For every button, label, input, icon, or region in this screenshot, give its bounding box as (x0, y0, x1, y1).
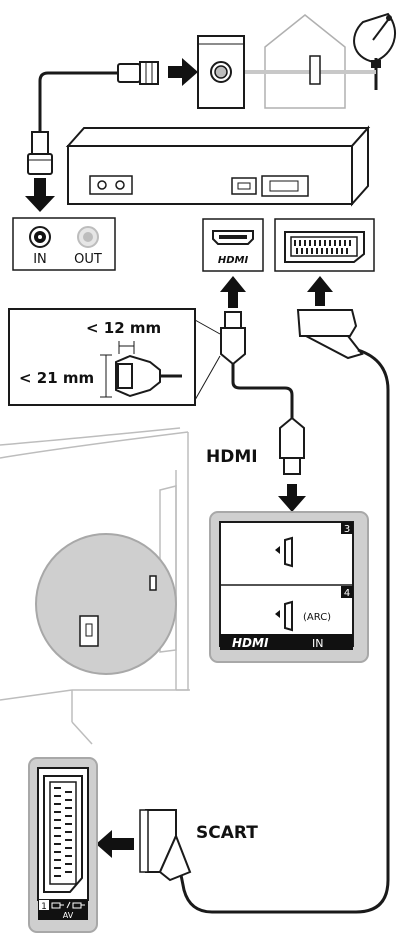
satellite-dish-icon (353, 12, 397, 90)
scart-cable (139, 309, 390, 914)
arrow-down-icon (25, 178, 55, 212)
tv-hdmi-port-3-number: 3 (344, 524, 350, 535)
tv-hdmi-port-4-number: 4 (344, 588, 350, 599)
scart-port-number: 1 (41, 902, 47, 912)
width-dimension-label: < 12 mm (86, 319, 161, 337)
tv-scart-input-panel: 1 AV (28, 757, 98, 933)
arrow-right-icon (168, 58, 198, 86)
house-icon (264, 14, 346, 109)
arrow-down-icon (278, 484, 306, 512)
hdmi-cable (220, 311, 305, 475)
set-top-box (65, 125, 371, 207)
tv-hdmi-input-panel: 3 4 (ARC) HDMI IN (209, 511, 369, 663)
stb-hdmi-port: HDMI (202, 218, 264, 272)
antenna-out-label: OUT (74, 252, 102, 267)
arrow-left-icon (96, 830, 134, 858)
arrow-up-icon (307, 276, 333, 306)
scart-cable-label: SCART (196, 823, 258, 843)
stb-hdmi-logo: HDMI (218, 255, 249, 266)
tv-hdmi-port-4-arc: (ARC) (303, 612, 331, 623)
hdmi-cable-label: HDMI (206, 447, 258, 467)
tv-terminal-zoom-circle (35, 533, 177, 675)
wall-antenna-socket (197, 35, 245, 109)
coax-cable (27, 61, 159, 175)
scart-port-av: AV (63, 911, 74, 920)
stb-scart-port (274, 218, 375, 272)
house-wall-entry (309, 55, 321, 85)
tv-hdmi-port-3 (275, 536, 293, 568)
av-input-output-icon (51, 901, 85, 909)
height-dimension-label: < 21 mm (19, 369, 94, 387)
arrow-up-icon (220, 276, 246, 308)
antenna-port-panel: IN OUT (12, 217, 116, 271)
tv-back-outline (0, 427, 190, 745)
connector-dimension-callout: < 12 mm < 21 mm (8, 308, 221, 406)
tv-hdmi-panel-in: IN (312, 637, 323, 650)
tv-hdmi-panel-logo: HDMI (232, 636, 269, 650)
antenna-in-label: IN (33, 252, 47, 267)
tv-hdmi-port-4 (275, 600, 293, 632)
